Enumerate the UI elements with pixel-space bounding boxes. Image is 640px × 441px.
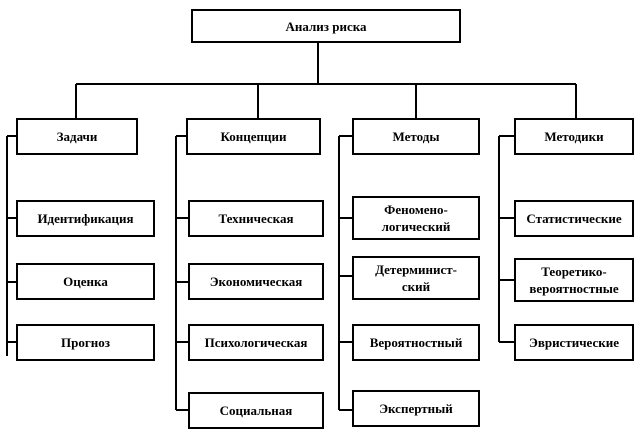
methods-item-expert: Экспертный [352,390,480,427]
techniques-item-statistical: Статистические [514,200,634,237]
root-label: Анализ риска [285,18,367,34]
branch-concepts-box: Концепции [186,118,321,155]
methods-item-probabilistic: Вероятностный [352,324,480,361]
item-label-line-1: Феномено- [384,202,448,217]
branch-tasks-label: Задачи [56,129,98,144]
concepts-item-social: Социальная [188,392,324,429]
techniques-item-heuristic: Эвристические [514,324,634,361]
item-label: Экспертный [379,401,453,416]
item-label: Экономическая [209,274,303,289]
item-label: Психологическая [204,335,308,350]
item-label: Статистические [526,211,622,226]
item-label: Эвристические [529,335,619,350]
item-label: Прогноз [61,335,110,350]
methods-item-phenomenological: Феномено- логический [352,196,480,240]
concepts-item-psychological: Психологическая [188,324,324,361]
item-label: Оценка [63,274,108,289]
item-label-line-2: ский [401,279,431,294]
branch-methods-box: Методы [352,118,480,155]
item-label-line-1: Теоретико- [541,264,607,279]
item-label: Вероятностный [369,335,463,350]
item-label: Социальная [219,403,293,418]
branch-concepts-label: Концепции [220,129,287,144]
root-box: Анализ риска [191,9,461,43]
item-label-line-2: вероятностные [529,281,619,296]
techniques-item-theoretical-probabilistic: Теоретико- вероятностные [514,258,634,302]
concepts-item-technical: Техническая [188,200,324,237]
item-label: Идентификация [37,211,134,226]
branch-techniques-label: Методики [544,129,604,144]
item-label-line-2: логический [381,219,451,234]
tasks-item-assessment: Оценка [16,263,155,300]
branch-methods-label: Методы [392,129,440,144]
branch-techniques-box: Методики [514,118,634,155]
methods-item-deterministic: Детерминист- ский [352,256,480,300]
item-label-line-1: Детерминист- [375,262,457,277]
tasks-item-identification: Идентификация [16,200,155,237]
item-label: Техническая [218,211,294,226]
concepts-item-economic: Экономическая [188,263,324,300]
branch-tasks-box: Задачи [16,118,138,155]
tasks-item-forecast: Прогноз [16,324,155,361]
